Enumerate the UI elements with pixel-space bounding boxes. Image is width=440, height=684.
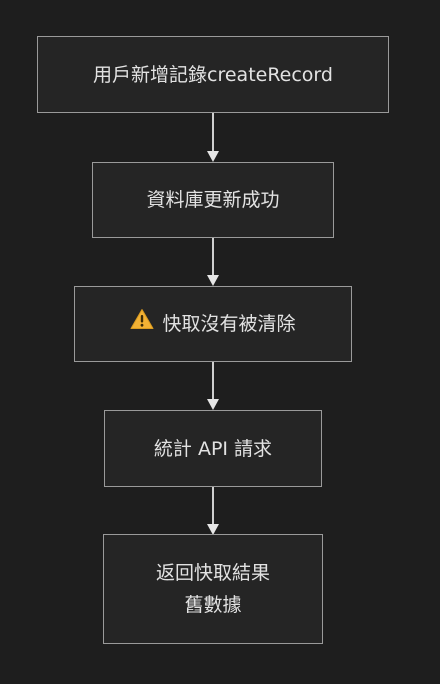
flow-node-return-cached-result: 返回快取結果 舊數據 [103,534,323,644]
node-row: 快取沒有被清除 [130,308,296,340]
arrowhead-4 [207,524,219,535]
arrowhead-2 [207,275,219,286]
node-label: 用戶新增記錄createRecord [93,63,333,86]
flow-edge-4 [212,487,214,525]
flow-node-stats-api-request: 統計 API 請求 [104,410,322,487]
flow-edge-2 [212,238,214,276]
arrowhead-1 [207,151,219,162]
node-label-line-1: 返回快取結果 [155,562,270,584]
node-label: 資料庫更新成功 [146,189,280,211]
flow-edge-3 [212,362,214,400]
warning-icon [130,308,154,340]
node-label: 快取沒有被清除 [162,313,296,335]
flow-node-db-update-success: 資料庫更新成功 [92,162,334,238]
node-label: 統計 API 請求 [153,437,273,460]
flow-node-user-add-record: 用戶新增記錄createRecord [37,36,389,113]
flow-edge-1 [212,113,214,151]
node-label-line-2: 舊數據 [184,594,242,616]
flow-node-cache-not-cleared: 快取沒有被清除 [74,286,352,362]
arrowhead-3 [207,399,219,410]
